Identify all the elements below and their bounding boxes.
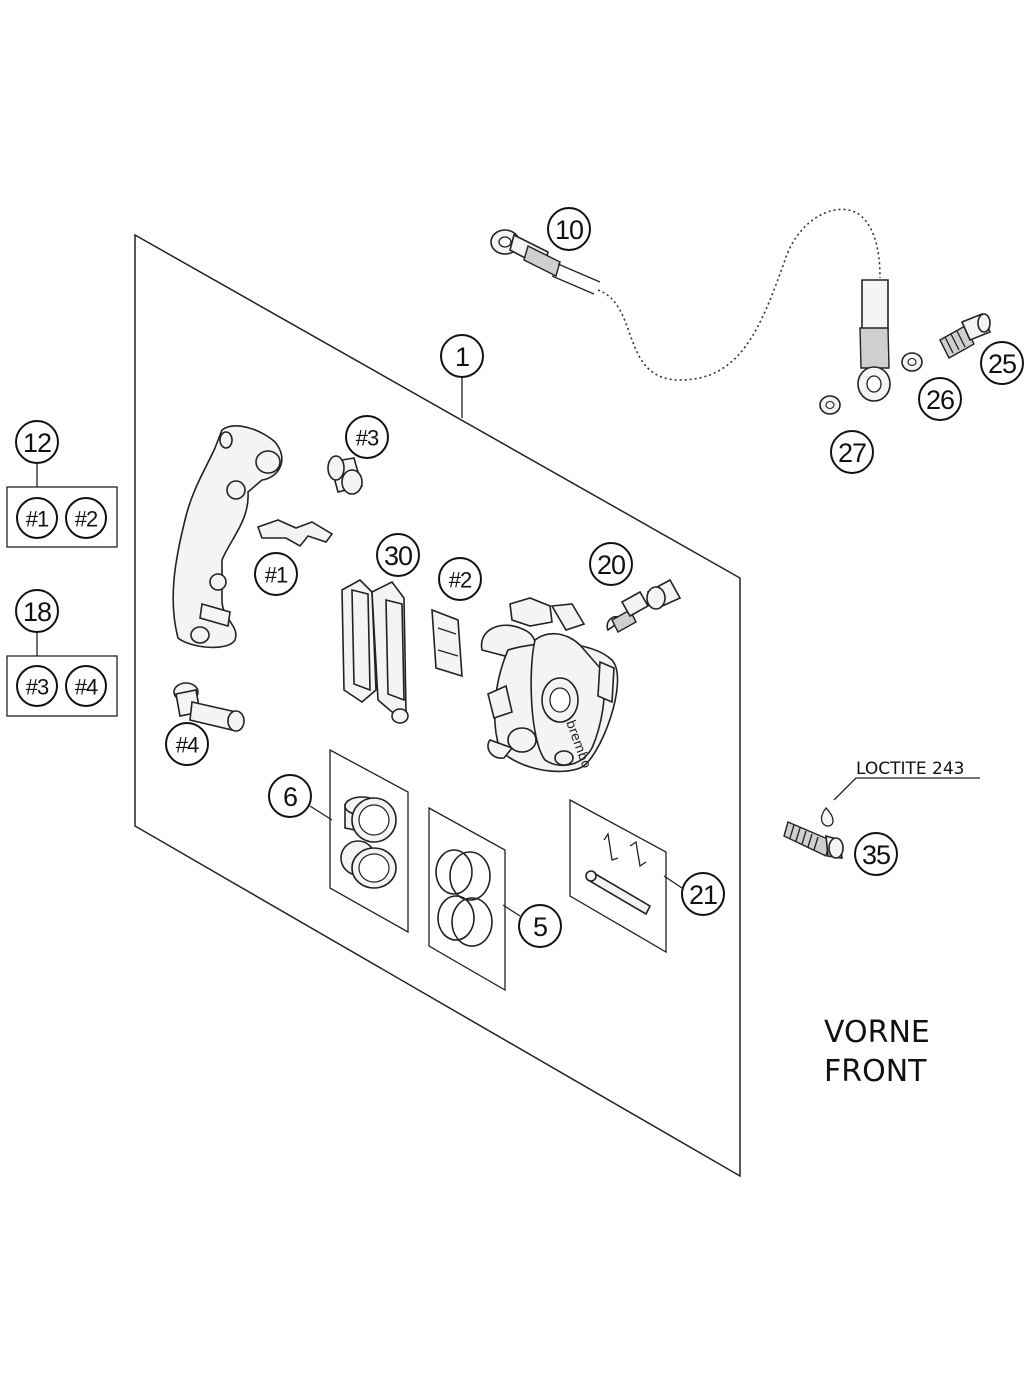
piston [340, 840, 397, 889]
svg-text:#3: #3 [26, 675, 49, 700]
svg-text:18: 18 [23, 597, 51, 627]
leader-line [663, 875, 683, 889]
svg-text:21: 21 [689, 880, 717, 910]
svg-text:#2: #2 [75, 507, 98, 532]
piston [344, 796, 397, 843]
callout-sub-4: #4 [165, 722, 209, 766]
pad-pin [585, 832, 652, 916]
kit-box [428, 806, 506, 992]
vorne-label: VORNE [824, 1015, 930, 1050]
loctite-drop-icon [820, 807, 834, 827]
leader-line [833, 777, 980, 801]
svg-text:6: 6 [283, 782, 297, 812]
kit-contents-box [6, 486, 118, 548]
callout-25: 25 [980, 341, 1024, 385]
callout-12: 12 [15, 420, 59, 464]
callout-kit12-1: #1 [16, 497, 58, 539]
callout-18: 18 [15, 589, 59, 633]
callout-26: 26 [918, 377, 962, 421]
kit-panel-outline [134, 233, 741, 1178]
kit-box [329, 748, 409, 934]
callout-27: 27 [830, 430, 874, 474]
callout-sub-2: #2 [438, 557, 482, 601]
svg-text:30: 30 [384, 541, 412, 571]
callout-kit18-4: #4 [65, 665, 107, 707]
washer [819, 395, 841, 415]
brake-pads [341, 579, 409, 724]
callout-sub-3: #3 [345, 415, 389, 459]
bolt [783, 821, 844, 859]
svg-text:26: 26 [926, 385, 954, 415]
caliper-body: brembo [480, 597, 619, 773]
callout-sub-1: #1 [254, 552, 298, 596]
caliper-bracket [172, 425, 283, 649]
sleeve [327, 455, 363, 495]
pad-spring [256, 519, 334, 548]
callout-30: 30 [376, 533, 420, 577]
callout-21: 21 [681, 872, 725, 916]
guide-pin [173, 682, 245, 732]
seal-ring [435, 849, 491, 901]
svg-text:#4: #4 [176, 733, 199, 758]
svg-text:#3: #3 [356, 426, 379, 451]
leader-line [502, 904, 521, 917]
svg-text:20: 20 [597, 550, 625, 580]
callout-20: 20 [589, 542, 633, 586]
brake-line [490, 208, 891, 402]
svg-text:10: 10 [555, 215, 583, 245]
callout-35: 35 [854, 832, 898, 876]
banjo-bolt [939, 312, 992, 359]
callout-kit12-2: #2 [65, 497, 107, 539]
svg-text:12: 12 [23, 428, 51, 458]
svg-text:35: 35 [862, 840, 890, 870]
bleed-valve [606, 578, 682, 633]
svg-text:5: 5 [533, 912, 547, 942]
svg-text:1: 1 [455, 342, 469, 372]
callout-1: 1 [440, 334, 484, 378]
callout-10: 10 [547, 207, 591, 251]
front-label: FRONT [824, 1054, 927, 1089]
washer [901, 352, 923, 372]
kit-contents-box [6, 655, 118, 717]
seal-ring [437, 895, 493, 947]
kit-box [569, 798, 667, 954]
svg-text:27: 27 [838, 438, 866, 468]
svg-text:25: 25 [988, 349, 1016, 379]
leader-line [309, 805, 333, 821]
svg-text:#1: #1 [26, 507, 49, 532]
pad-plate [431, 608, 463, 678]
callout-6: 6 [268, 774, 312, 818]
callout-kit18-3: #3 [16, 665, 58, 707]
callout-5: 5 [518, 904, 562, 948]
svg-text:#1: #1 [265, 563, 288, 588]
svg-text:#4: #4 [75, 675, 98, 700]
loctite-note: LOCTITE 243 [856, 759, 965, 779]
svg-text:#2: #2 [449, 568, 472, 593]
